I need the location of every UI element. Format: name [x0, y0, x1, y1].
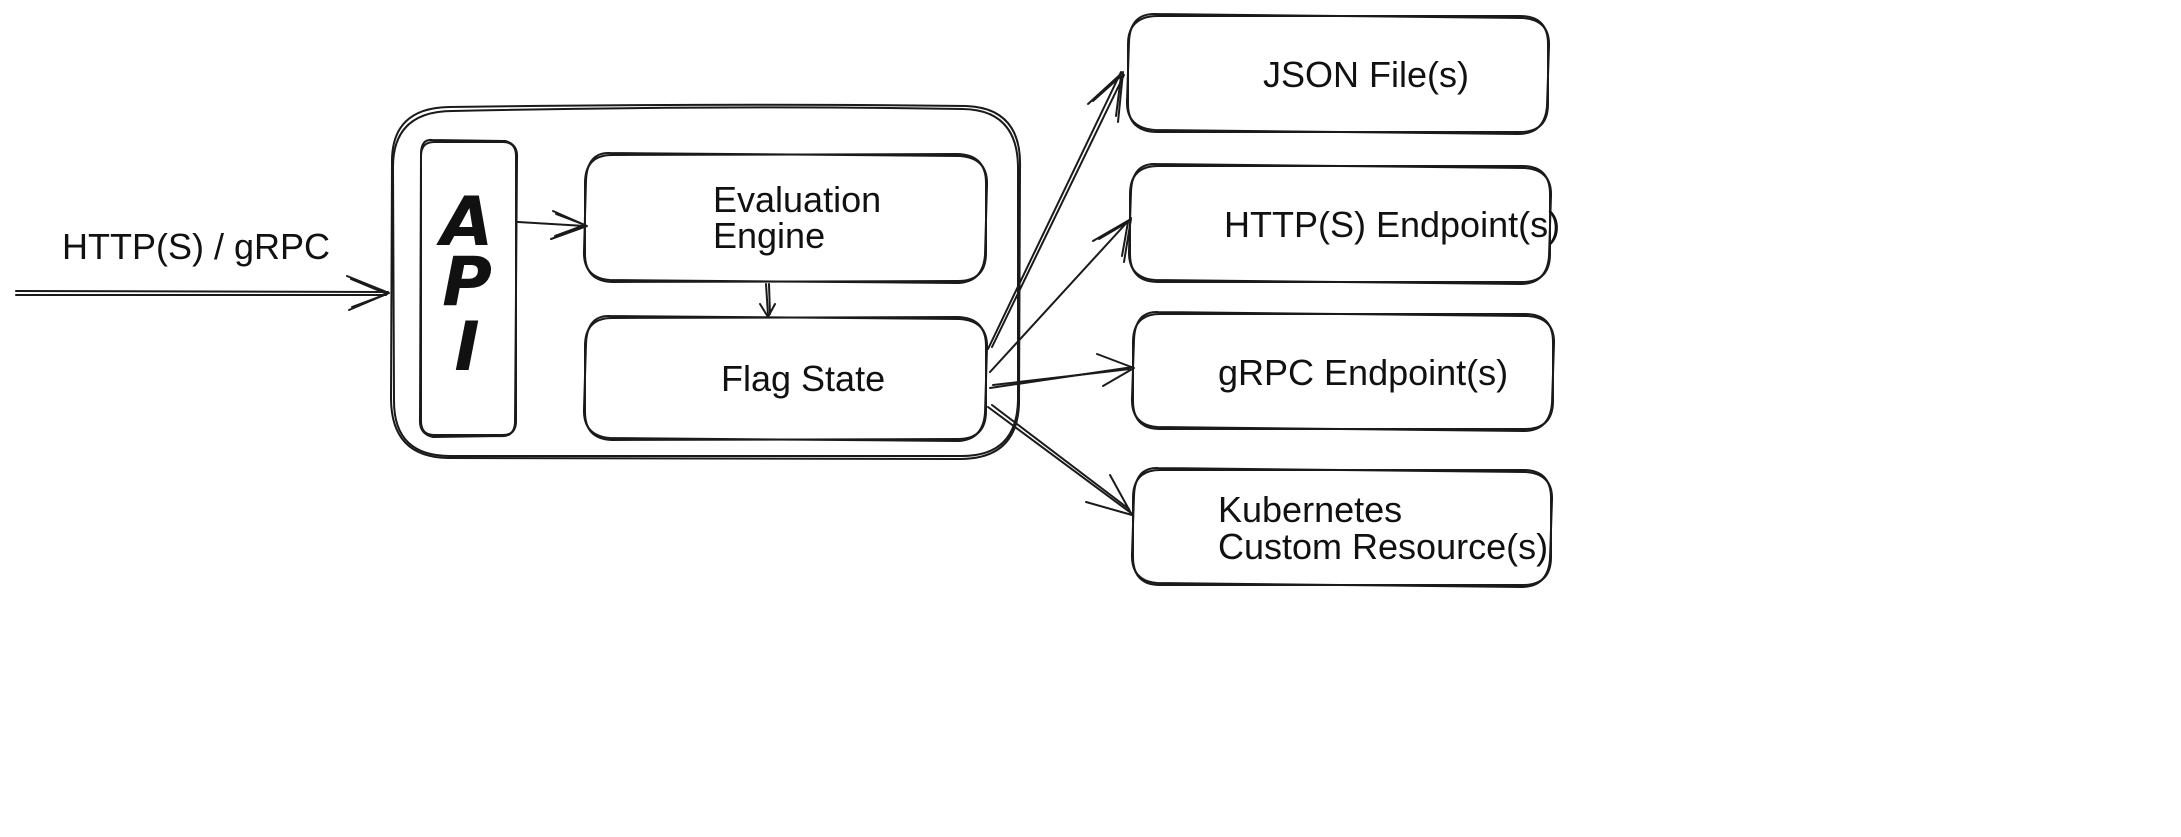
input-arrow-shaft — [15, 290, 389, 293]
flagstate-to-json-arrow-shaft-sketch — [991, 74, 1125, 348]
flagstate-to-json-arrowhead-sketch — [1092, 75, 1122, 117]
engine-to-flagstate-arrow-shaft-sketch — [768, 283, 771, 315]
flagstate-to-json-arrow — [987, 71, 1125, 350]
flagstate-to-grpc-arrow-shaft-sketch — [992, 368, 1131, 386]
kubernetes-outline-sketch — [1130, 466, 1554, 588]
flagstate-to-kubernetes-arrow-shaft — [987, 406, 1132, 514]
flagd-container-outline — [392, 106, 1019, 458]
json-files-label: JSON File(s) — [1263, 54, 1469, 95]
api-letter-a: A — [436, 183, 494, 262]
evaluation-engine-box: Evaluation Engine — [582, 151, 989, 284]
api-letter-p: P — [442, 243, 492, 322]
flagstate-to-http-arrow-shaft — [989, 217, 1132, 373]
flagstate-to-kubernetes-arrow-shaft-sketch — [991, 404, 1130, 510]
http-endpoints-label: HTTP(S) Endpoint(s) — [1224, 204, 1560, 245]
flagstate-to-http-arrowhead-sketch — [1098, 221, 1129, 257]
api-block: A P I — [418, 138, 519, 438]
flagstate-to-kubernetes-arrow — [987, 404, 1133, 516]
evaluation-engine-label-line1: Evaluation — [713, 179, 881, 220]
api-to-engine-arrow-shaft — [517, 221, 586, 227]
evaluation-engine-outline-sketch — [582, 151, 989, 284]
flagstate-to-kubernetes-arrowhead — [1085, 474, 1133, 516]
flagstate-to-json-arrow-shaft — [987, 71, 1122, 350]
flagstate-to-json-arrowhead — [1087, 71, 1124, 123]
flagstate-to-http-arrow — [989, 217, 1132, 373]
source-grpc-endpoints: gRPC Endpoint(s) — [1130, 310, 1556, 432]
flagstate-to-grpc-arrow — [989, 353, 1135, 389]
grpc-endpoints-label: gRPC Endpoint(s) — [1218, 352, 1508, 393]
http-endpoints-outline-sketch — [1127, 162, 1553, 285]
input-arrowhead — [346, 275, 390, 311]
api-block-outline-sketch — [418, 138, 519, 438]
source-json-files: JSON File(s) — [1125, 12, 1551, 135]
engine-to-flagstate-arrow — [759, 283, 776, 318]
evaluation-engine-label-line2: Engine — [713, 215, 825, 256]
input-connector: HTTP(S) / gRPC — [15, 226, 390, 311]
flagstate-to-http-arrowhead — [1092, 218, 1132, 263]
flagstate-to-grpc-arrowhead — [1096, 353, 1135, 387]
source-kubernetes: Kubernetes Custom Resource(s) — [1130, 466, 1554, 588]
flagd-container — [390, 103, 1022, 460]
kubernetes-label-line2: Custom Resource(s) — [1218, 526, 1548, 567]
json-files-outline-sketch — [1125, 12, 1551, 135]
flag-state-box: Flag State — [582, 314, 989, 442]
input-protocol-label: HTTP(S) / gRPC — [62, 226, 330, 267]
flag-state-outline-sketch — [582, 314, 989, 442]
kubernetes-label-line1: Kubernetes — [1218, 489, 1402, 530]
flag-state-label: Flag State — [721, 358, 885, 399]
grpc-endpoints-outline-sketch — [1130, 310, 1556, 432]
api-to-engine-arrowhead — [550, 210, 588, 240]
api-letter-i: I — [454, 308, 479, 387]
flagd-container-outline-sketch — [390, 103, 1022, 460]
api-to-engine-arrow — [517, 210, 588, 240]
engine-to-flagstate-arrow-shaft — [765, 283, 769, 316]
input-arrowhead-sketch — [350, 278, 388, 308]
source-http-endpoints: HTTP(S) Endpoint(s) — [1127, 162, 1560, 285]
